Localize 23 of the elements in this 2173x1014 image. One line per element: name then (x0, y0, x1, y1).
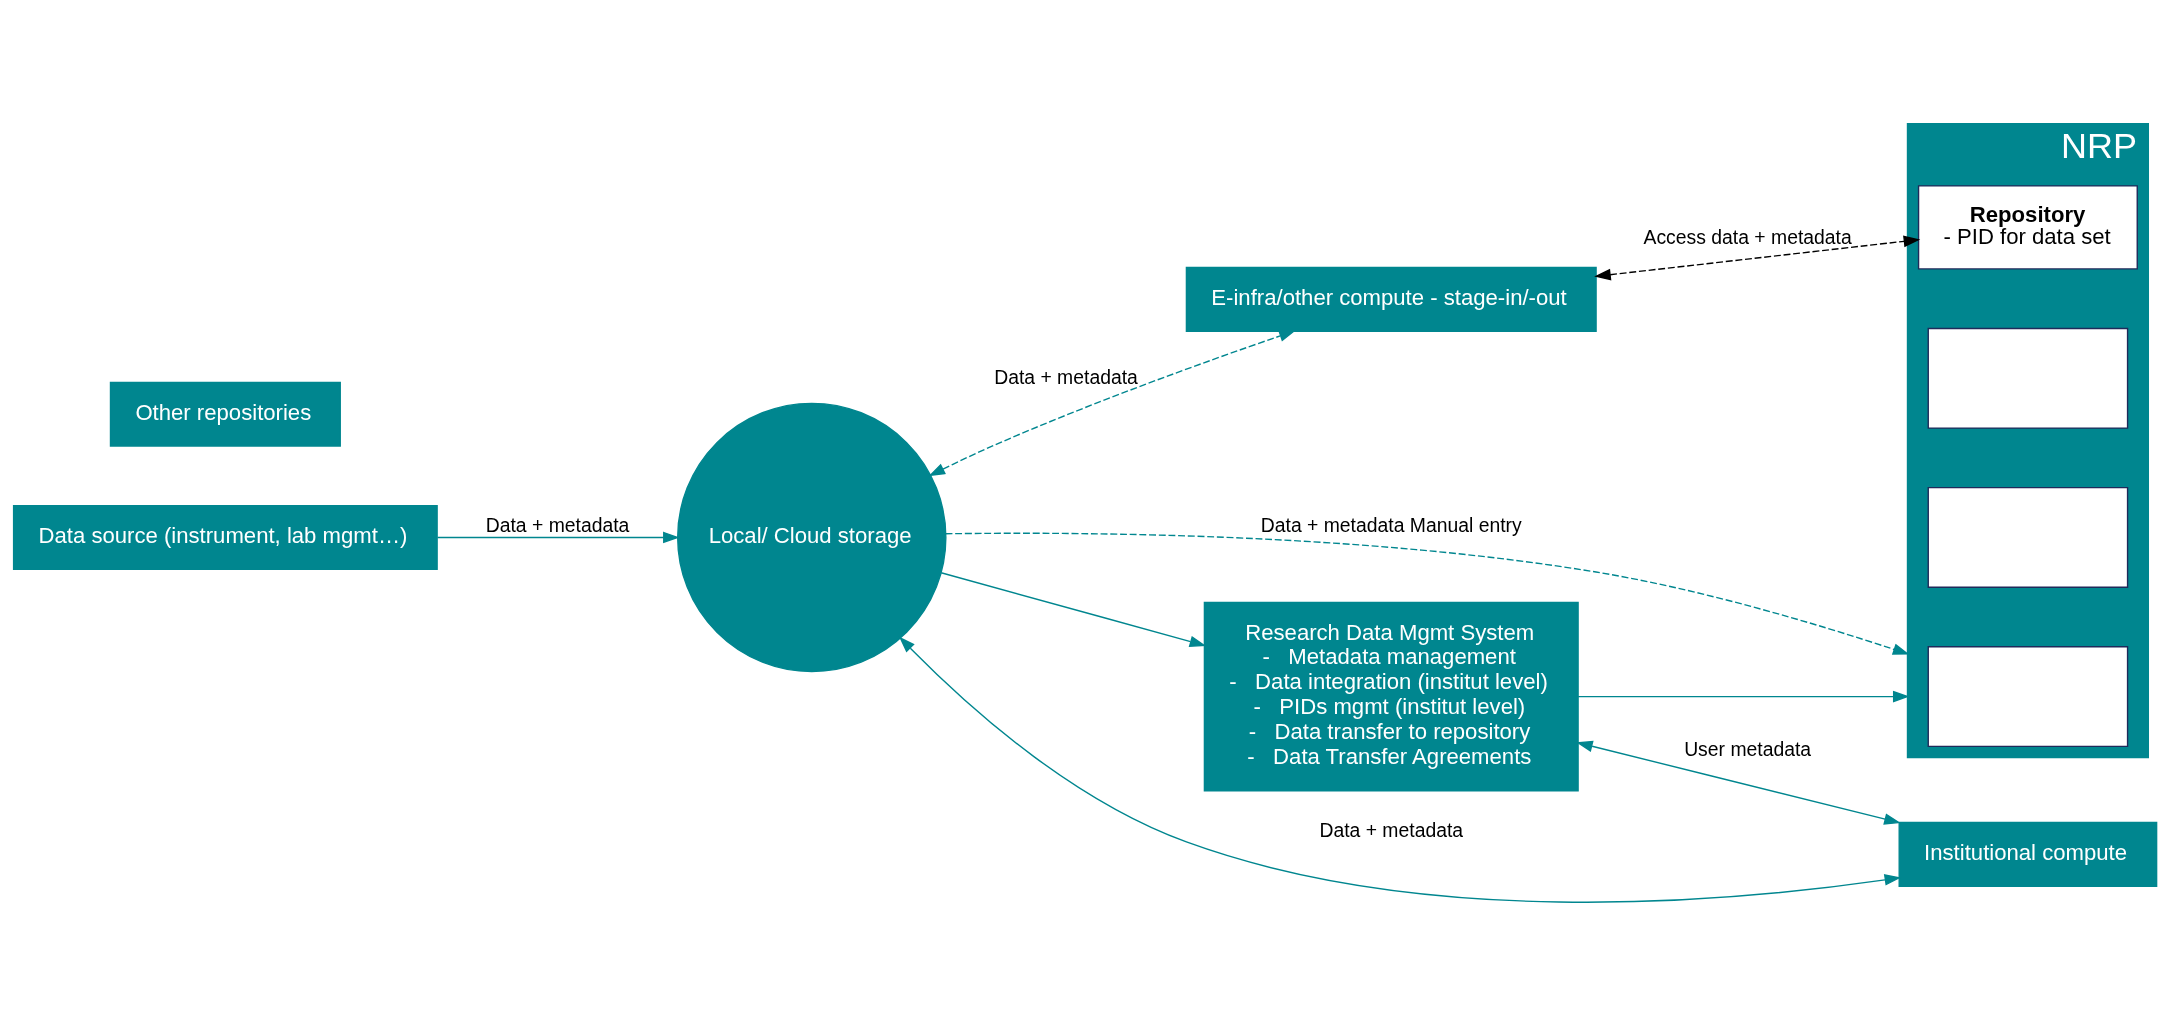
edge-label: Data + metadata Manual entry (1260, 513, 1522, 536)
node-box: Research Data Mgmt System - Metadata management - Data integration (institut level) - PIDs mgmt (institut level) - Data transfer to repository - Data Transfer Agreements (1203, 601, 1579, 791)
edge-label: User metadata (1684, 737, 1812, 760)
node-box: Repository - PID for data set (1917, 184, 2138, 270)
edge-label: Access data + metadata (1643, 225, 1852, 248)
arrow (1577, 690, 1910, 702)
arrow (1594, 235, 1921, 280)
arrow (1576, 740, 1901, 825)
node-box: Other repositories (109, 381, 341, 447)
node-box (1927, 645, 2129, 747)
arrow (898, 636, 1902, 903)
node-box: Data source (instrument, lab mgmt…) (12, 504, 438, 570)
node-box (1927, 327, 2129, 429)
node-box (1927, 486, 2129, 588)
edge-label: Data + metadata (994, 365, 1138, 388)
node-box: E-infra/other compute - stage-in/-out (1185, 266, 1597, 332)
node-box: Institutional compute (1898, 821, 2158, 887)
edge-label: Data + metadata (485, 513, 630, 536)
edge-label: Data + metadata (1319, 818, 1464, 841)
arrow (940, 571, 1207, 647)
arrow (436, 531, 680, 543)
arrow (945, 532, 1910, 655)
arrow (928, 329, 1296, 476)
